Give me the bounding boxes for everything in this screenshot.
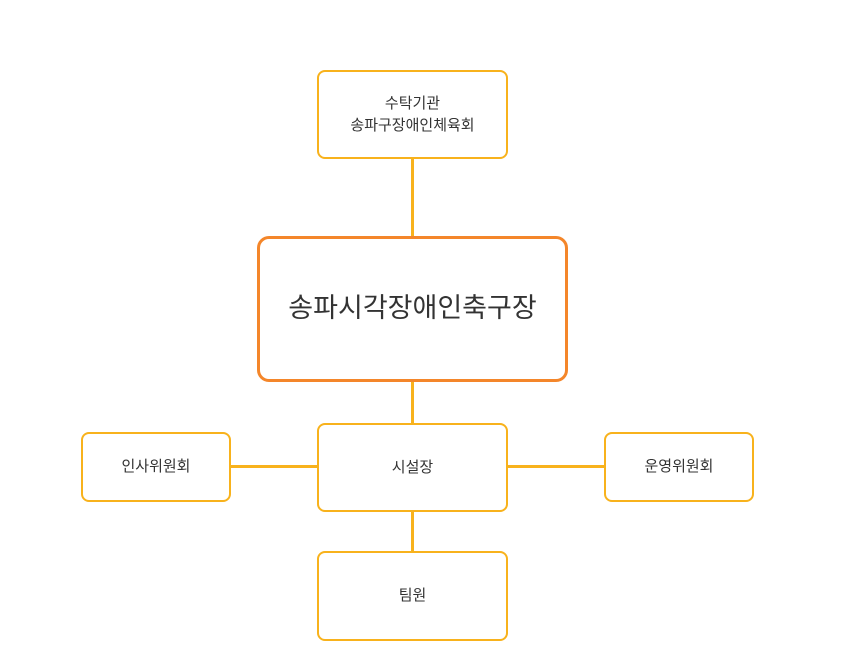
director-box: 시설장 [317,423,508,512]
ops-committee-box: 운영위원회 [604,432,754,502]
connector-director-team [411,510,414,553]
main-facility-name: 송파시각장애인축구장 [288,293,537,325]
parent-org-label: 수탁기관 [384,93,441,112]
director-label: 시설장 [391,457,434,476]
parent-org-box: 수탁기관 송파구장애인체육회 [317,70,508,159]
hr-committee-label: 인사위원회 [121,457,191,476]
team-label: 팀원 [398,586,427,605]
connector-director-ops [506,465,606,468]
connector-parent-main [411,158,414,238]
hr-committee-box: 인사위원회 [81,432,231,502]
ops-committee-label: 운영위원회 [644,457,714,476]
main-facility-box: 송파시각장애인축구장 [257,236,568,382]
connector-main-director [411,380,414,425]
connector-hr-director [229,465,319,468]
parent-org-name: 송파구장애인체육회 [350,115,475,134]
team-box: 팀원 [317,551,508,641]
